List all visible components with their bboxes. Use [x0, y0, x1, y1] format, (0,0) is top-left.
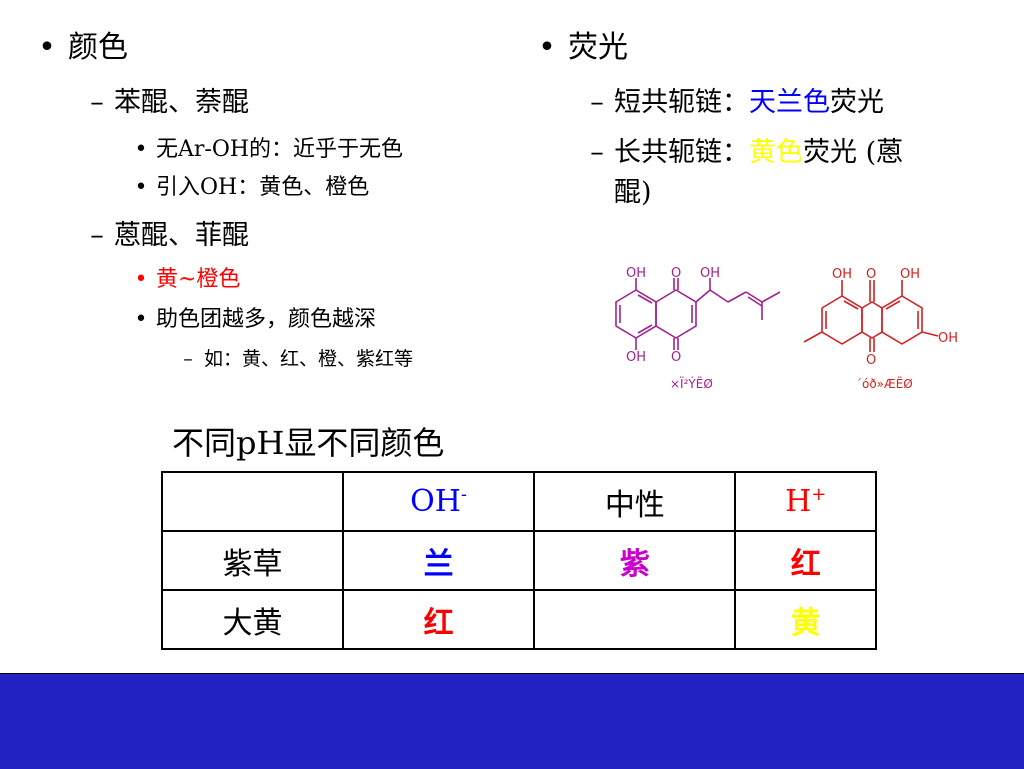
bullet: • [134, 307, 148, 332]
row-cell: 紫 [533, 530, 737, 591]
item-prefix: 短共轭链： [614, 87, 749, 118]
item-text: 引入OH：黄色、橙色 [156, 175, 370, 200]
oh-superscript: - [460, 484, 467, 505]
group2-title: –蒽醌、菲醌 [86, 219, 249, 252]
header-neutral: 中性 [533, 471, 737, 532]
row-cell: 红 [341, 589, 536, 650]
item-text: 黄~橙色 [156, 267, 241, 292]
molecule-1-diagram: OH O OH OH O ×Ï²ÝËØ [615, 266, 781, 391]
bullet: • [134, 175, 148, 200]
group1-title: –苯醌、萘醌 [86, 86, 249, 119]
dash-bullet: – [90, 220, 104, 251]
oh-label: OH [900, 267, 920, 282]
molecule-2-caption: ´óð»ÆËØ [856, 376, 913, 391]
dash-bullet: – [90, 87, 104, 118]
group1-item-2: • 引入OH：黄色、橙色 [132, 174, 370, 202]
oh-label: OH [700, 266, 720, 281]
sub-text: 如：黄、红、橙、紫红等 [204, 348, 414, 370]
right-heading: • 荧光 [532, 30, 628, 66]
table-title: 不同pH显不同颜色 [172, 424, 445, 462]
fluorescence-item-2-cont: 醌) [614, 177, 652, 208]
oh-label: OH [626, 266, 646, 281]
o-label: O [671, 266, 681, 281]
row-cell: 红 [734, 530, 877, 591]
oh-label: OH [626, 350, 646, 365]
table-header-row: OH- 中性 H+ [161, 471, 877, 532]
bullet: • [134, 137, 148, 162]
item-text: 无Ar-OH的：近乎于无色 [156, 137, 404, 162]
o-label: O [671, 350, 681, 365]
ph-color-table: OH- 中性 H+ 紫草 兰 紫 红 大黄 红 黄 [161, 471, 877, 650]
header-h: H+ [734, 471, 877, 532]
row-cell [533, 589, 737, 650]
fluorescence-item-2: –长共轭链：黄色荧光 (蒽 [586, 136, 903, 169]
header-empty-cell [161, 471, 344, 532]
fluorescence-item-1: –短共轭链：天兰色荧光 [586, 86, 884, 119]
group1-item-1: • 无Ar-OH的：近乎于无色 [132, 136, 404, 164]
row-cell: 兰 [341, 530, 536, 591]
table-row: 紫草 兰 紫 红 [161, 530, 877, 591]
heading-text: 荧光 [568, 30, 628, 65]
row-name: 紫草 [161, 530, 344, 591]
group2-item-1: • 黄~橙色 [132, 266, 241, 294]
h-superscript: + [811, 484, 827, 505]
group2-item-2: • 助色团越多，颜色越深 [132, 306, 377, 334]
heading-text: 颜色 [68, 30, 128, 65]
group1-title-text: 苯醌、萘醌 [114, 87, 249, 118]
table-row: 大黄 红 黄 [161, 589, 877, 650]
group2-title-text: 蒽醌、菲醌 [114, 220, 249, 251]
row-name: 大黄 [161, 589, 344, 650]
item-suffix: 荧光 [830, 87, 884, 118]
dash-bullet: – [183, 348, 193, 370]
colored-word: 天兰色 [749, 87, 830, 118]
group2-sub: –如：黄、红、橙、紫红等 [180, 347, 413, 371]
header-oh: OH- [341, 471, 536, 532]
o-label: O [866, 267, 876, 282]
item-prefix: 长共轭链： [614, 137, 749, 168]
oh-label: OH [938, 331, 958, 346]
h-text: H [785, 484, 812, 519]
bullet: • [134, 267, 148, 292]
item-suffix: 荧光 (蒽 [803, 137, 904, 168]
molecule-2-diagram: OH O OH OH O ´óð»ÆËØ [803, 267, 958, 391]
bullet: • [538, 30, 556, 65]
dash-bullet: – [590, 137, 604, 168]
footer-bar [0, 673, 1024, 769]
left-heading: • 颜色 [32, 30, 128, 66]
o-label: O [866, 353, 876, 368]
molecule-1-caption: ×Ï²ÝËØ [670, 376, 713, 391]
oh-text: OH [410, 484, 461, 519]
oh-label: OH [832, 267, 852, 282]
colored-word: 黄色 [749, 137, 803, 168]
row-cell: 黄 [734, 589, 877, 650]
item-text: 助色团越多，颜色越深 [156, 307, 377, 332]
dash-bullet: – [590, 87, 604, 118]
bullet: • [38, 30, 56, 65]
